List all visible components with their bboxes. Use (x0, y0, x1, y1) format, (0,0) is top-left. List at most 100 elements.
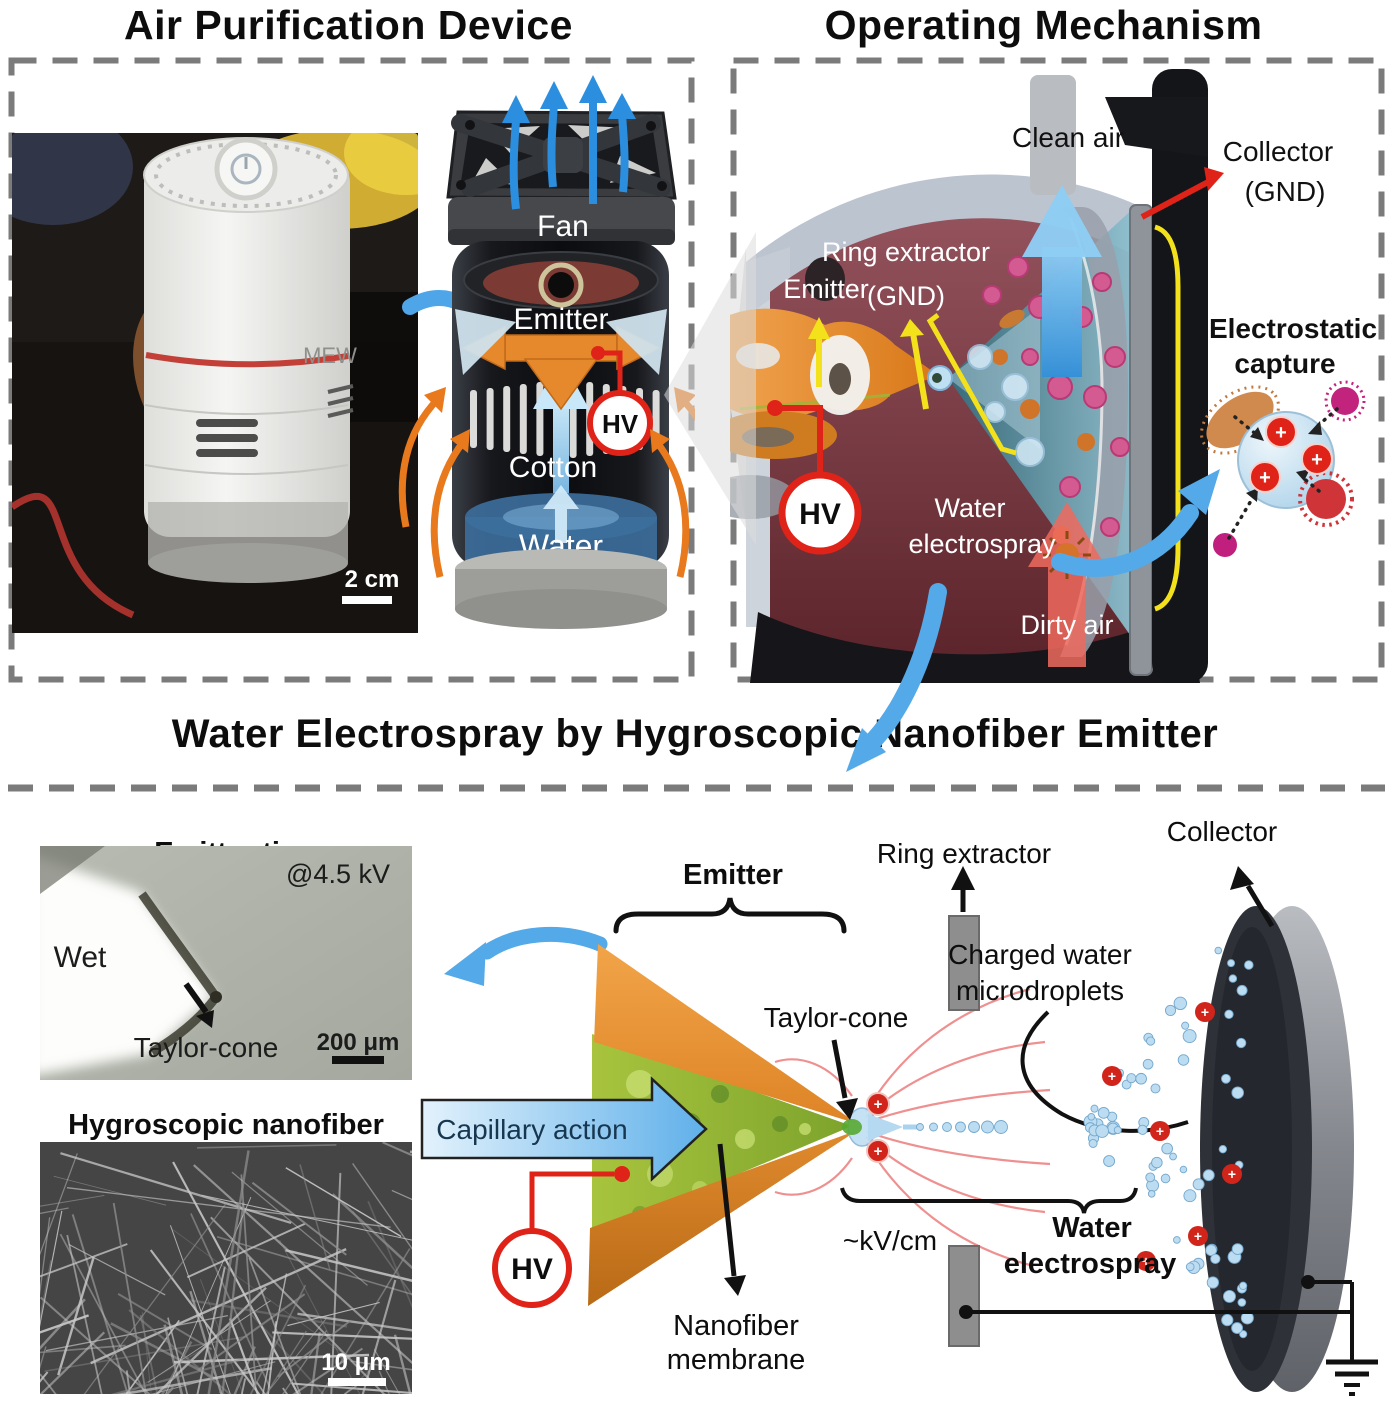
mech-collector-gnd-label: (GND) (1245, 176, 1326, 207)
wet-wedge (40, 857, 215, 1075)
ring-extractor-arrowhead (951, 866, 975, 890)
mech-hv-label: HV (799, 498, 841, 531)
capture-illustration: + + + (1200, 380, 1366, 557)
sem-scale-bar (328, 1378, 386, 1386)
diagram-collector-label: Collector (1167, 816, 1277, 847)
photo-blur-blue (12, 133, 133, 225)
mist-right (606, 309, 667, 375)
mech-collector-label: Collector (1223, 136, 1333, 167)
ring-extractor-electrode-bottom (948, 1245, 980, 1347)
schematic-fan: Fan (446, 110, 677, 245)
diagram-collector-disk (1200, 906, 1354, 1392)
emitter-arrowhead (808, 317, 830, 339)
white-spacer (736, 343, 780, 369)
clean-air-label: Clean air (1012, 122, 1124, 153)
taylor-cone-arrowhead (836, 1098, 858, 1120)
diagram-to-tip-arrow-icon (444, 926, 608, 986)
diagram-ring-extractor-label: Ring extractor (877, 838, 1051, 869)
plus-icon: + (1311, 449, 1323, 471)
photo-vent-1 (196, 419, 258, 427)
sem-scale-label: 10 μm (321, 1349, 390, 1376)
emitter-disc-hole (742, 427, 794, 447)
wet-label: Wet (54, 941, 107, 974)
cloud-charges: + + + + + + (1102, 1002, 1242, 1271)
membrane-arrow-icon (717, 1143, 737, 1277)
collector-arrowhead (1204, 167, 1224, 191)
ring-extractor-hole (805, 257, 845, 301)
cylinder-base-bottom (455, 589, 667, 629)
extractor-ring-slot (829, 363, 851, 395)
emitter-tip-photo: @4.5 kV Wet Taylor-cone 200 μm (40, 846, 412, 1080)
photo-red-ring (145, 352, 349, 368)
cotton-label: Cotton (509, 451, 597, 484)
panel-title-device: Air Purification Device (124, 2, 573, 48)
photo-seam-2 (144, 464, 349, 475)
hv-wire (598, 350, 623, 393)
mech-emitter-label: Emitter (783, 274, 869, 304)
virus-magenta-spikes (1324, 380, 1366, 422)
collector-arrow-icon (1140, 178, 1212, 220)
virus-red-icon (1306, 479, 1346, 519)
mist-left (455, 309, 516, 375)
yellow-brackets-icon (926, 224, 1181, 612)
circuit-wires (966, 1280, 1354, 1360)
sem-fibers (40, 1142, 412, 1394)
emitter-horn-membrane-line (739, 393, 891, 411)
capture-charges: + + + (1249, 416, 1333, 493)
photo-scale-bar (342, 596, 392, 604)
cone-lower-blade (588, 1130, 858, 1306)
emitter-label: Emitter (513, 303, 608, 336)
diagram-water-label-2: electrospray (1004, 1248, 1177, 1280)
clean-air-duct (1030, 75, 1076, 195)
plus-icon: + (874, 1143, 883, 1160)
ring-extractor-arrow-icon (910, 332, 929, 410)
wire-node (1301, 1275, 1315, 1289)
schematic-cylinder: HV Emitter Cotton Water (452, 241, 669, 629)
diagram-water-label-1: Water (1052, 1212, 1132, 1244)
membrane-label-1: Nanofiber (673, 1310, 799, 1342)
photo-seam-1 (144, 404, 349, 415)
capillary-action-arrow: Capillary action (420, 1076, 708, 1182)
tip-scale-bar (332, 1056, 384, 1064)
photo-cap-ridges (154, 142, 338, 208)
casing-bottom (750, 609, 1200, 683)
water-electrospray-label-1: Water (934, 493, 1005, 523)
collector-plate (1129, 204, 1153, 676)
droplets-brace-icon (1020, 1010, 1189, 1133)
diagram-hv-dot (614, 1166, 630, 1182)
water-electrospray-label-2: electrospray (908, 529, 1056, 559)
dirty-air-label: Dirty air (1021, 610, 1114, 640)
photo-red-cable (12, 492, 135, 619)
ring-extractor-arrowhead (900, 319, 924, 337)
capillary-action-label: Capillary action (436, 1114, 627, 1145)
plus-icon: + (1156, 1123, 1164, 1139)
diagram-hv-wire (529, 1171, 614, 1231)
tip-point (210, 991, 222, 1003)
membrane-arrowhead (724, 1275, 746, 1296)
panel-electrospray: Emitter tip @4.5 kV Wet Taylor-cone 200 … (8, 784, 1385, 1396)
photo-yellow-cloth-2 (344, 133, 418, 195)
plus-icon: + (1201, 1004, 1209, 1020)
cone-upper-blade (594, 944, 858, 1124)
mechanism-scene: HV Clean air Ring extractor (GND) Emitte… (730, 69, 1208, 683)
ring-holder-band (1060, 207, 1128, 657)
emitter-brace-icon (613, 897, 847, 934)
virus-red-spikes (1298, 471, 1354, 527)
droplet-cloud (916, 946, 1254, 1339)
wire-node (959, 1305, 973, 1319)
photo-base-bottom (148, 543, 348, 583)
hv-label: HV (602, 409, 639, 439)
mech-hv-wire (775, 405, 823, 475)
plus-icon: + (1194, 1228, 1202, 1244)
panel-title-mechanism: Operating Mechanism (824, 2, 1263, 48)
tip-charges: + + (866, 1092, 890, 1163)
charged-droplets-label-2: microdroplets (956, 975, 1124, 1006)
panel-device: MEW 2 cm (8, 57, 695, 683)
electrospray-brace-icon (840, 1187, 1138, 1214)
cylinder-nozzle-ring (538, 262, 584, 308)
panel-mechanism: HV Clean air Ring extractor (GND) Emitte… (730, 57, 1385, 683)
tip-photo-corner (40, 846, 105, 894)
membrane-label-2: membrane (667, 1344, 806, 1376)
water-small-arrow-icon (543, 485, 579, 543)
